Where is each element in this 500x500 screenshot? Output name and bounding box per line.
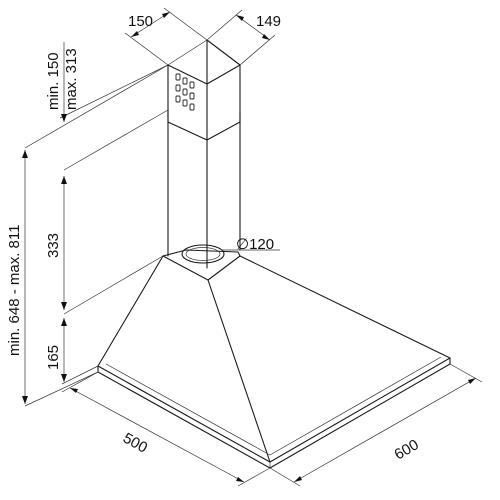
label-165: 165 xyxy=(45,345,62,370)
label-150: 150 xyxy=(128,13,153,30)
hood-outline xyxy=(97,249,451,469)
dimension-outlet-diameter: ∅120 xyxy=(222,236,280,253)
label-600: 600 xyxy=(392,436,422,463)
label-500: 500 xyxy=(120,430,150,457)
air-outlet-ring xyxy=(181,244,225,264)
dimension-hood-width: 600 xyxy=(269,363,483,487)
label-extension-max: max. 313 xyxy=(63,48,80,110)
dimension-hood-depth: 500 xyxy=(61,371,271,487)
dimension-total-height: min. 648 - max. 811 xyxy=(6,150,28,404)
label-extension-min: min. 150 xyxy=(45,52,62,110)
dimension-extension-range: min. 150 max. 313 xyxy=(45,42,80,122)
label-333: 333 xyxy=(45,233,62,258)
vent-slots xyxy=(175,73,195,111)
dimension-hood-height: 165 xyxy=(45,318,67,382)
left-extension-lines xyxy=(24,64,169,407)
dimension-chimney-depth: 149 xyxy=(206,9,281,66)
dimension-chimney-height: 333 xyxy=(45,176,67,310)
label-total-height: min. 648 - max. 811 xyxy=(6,225,23,356)
chimney xyxy=(167,39,241,269)
dimension-chimney-width: 150 xyxy=(124,7,208,66)
label-149: 149 xyxy=(256,13,281,30)
label-outlet-diameter: ∅120 xyxy=(236,236,274,253)
